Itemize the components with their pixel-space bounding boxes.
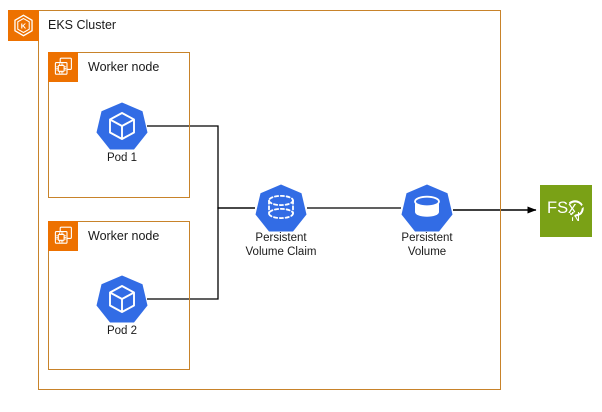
svg-text:N: N bbox=[571, 210, 580, 224]
kubernetes-pod-icon[interactable] bbox=[96, 273, 148, 325]
worker-node-2-group bbox=[48, 221, 190, 370]
worker-node-2-label: Worker node bbox=[88, 229, 160, 243]
eks-cluster-group bbox=[38, 10, 501, 390]
kubernetes-pod-icon[interactable] bbox=[96, 100, 148, 152]
svg-text:K: K bbox=[21, 22, 27, 31]
eks-cluster-icon: K bbox=[8, 10, 39, 41]
eks-cluster-label: EKS Cluster bbox=[48, 18, 117, 32]
worker-node-1-group bbox=[48, 52, 190, 198]
persistent-volume-label: Persistent Volume bbox=[401, 232, 453, 258]
persistent-volume-icon[interactable] bbox=[401, 182, 453, 234]
pod-2-label: Pod 2 bbox=[106, 325, 138, 337]
worker-node-1-label: Worker node bbox=[88, 60, 160, 74]
persistent-volume-claim-label: Persistent Volume Claim bbox=[245, 232, 317, 258]
fsx-netapp-ontap-icon[interactable]: FSx N bbox=[540, 185, 592, 237]
persistent-volume-claim-icon[interactable] bbox=[255, 182, 307, 234]
worker-node-icon bbox=[48, 221, 78, 251]
pod-1-label: Pod 1 bbox=[106, 152, 138, 164]
worker-node-icon bbox=[48, 52, 78, 82]
